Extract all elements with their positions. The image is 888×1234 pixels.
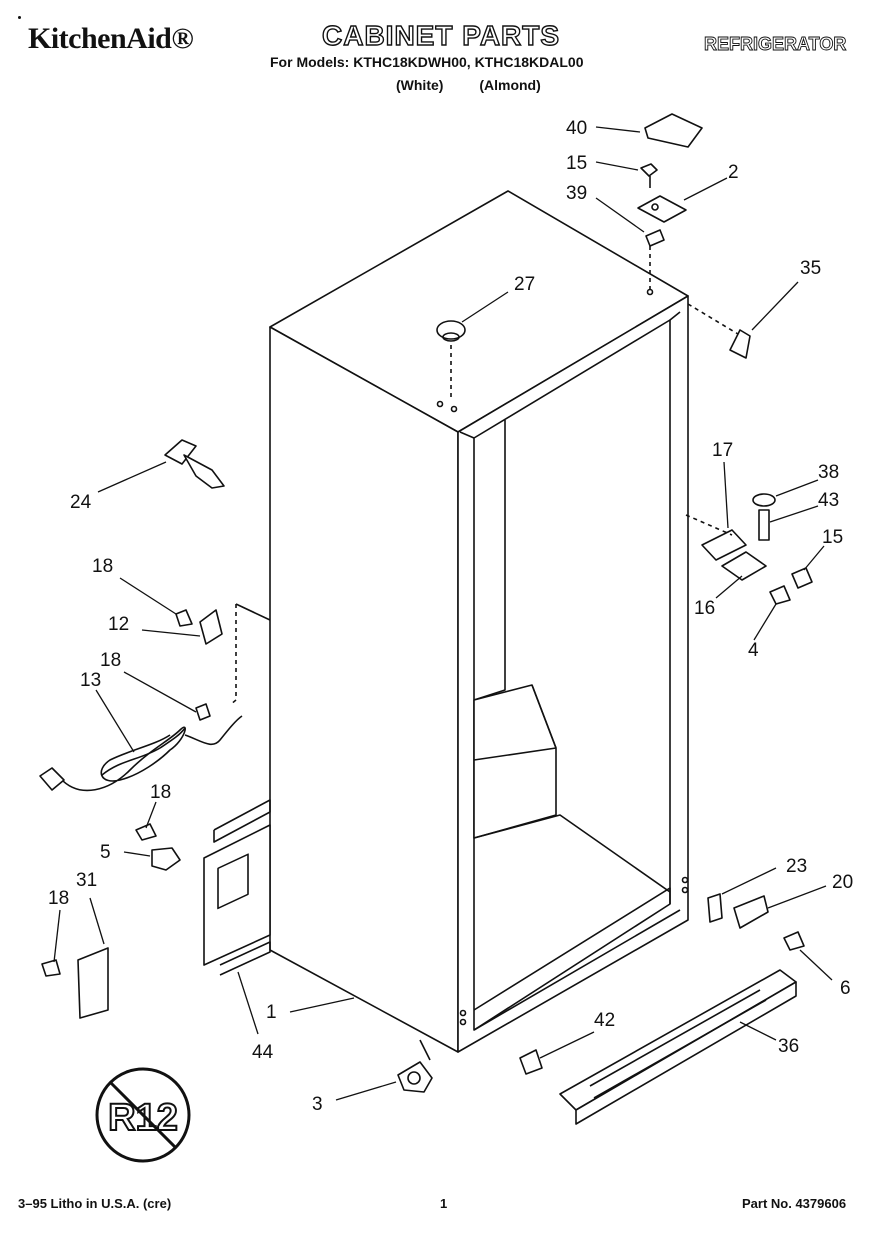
callout-13: 13 [80, 670, 101, 691]
r12-badge: R12 [95, 1067, 191, 1163]
callout-labels: 40 15 2 39 35 27 24 17 38 43 15 16 4 18 … [48, 118, 853, 1115]
power-cord-part [39, 703, 243, 792]
print-info: 3–95 Litho in U.S.A. (cre) [18, 1196, 172, 1211]
callout-27: 27 [514, 274, 535, 295]
handle-bracket-part [164, 439, 225, 489]
cord-clip-part [135, 823, 181, 871]
access-cover-part [41, 947, 109, 1019]
callout-44: 44 [252, 1042, 274, 1063]
callout-38: 38 [818, 462, 839, 483]
callout-36: 36 [778, 1036, 799, 1057]
callout-23: 23 [786, 856, 807, 877]
variant-almond: (Almond) [479, 77, 541, 93]
cabinet-body [269, 190, 689, 1053]
top-plug-part [436, 320, 466, 342]
callout-3: 3 [312, 1094, 323, 1115]
hinge-screw-part [640, 163, 658, 188]
top-trim-part [729, 329, 751, 359]
callout-42: 42 [594, 1010, 615, 1031]
middle-hinge-part [685, 514, 767, 581]
callout-43: 43 [818, 490, 839, 511]
hinge-cover-part [644, 113, 703, 148]
callout-20: 20 [832, 872, 853, 893]
callout-18-a: 18 [92, 556, 113, 577]
callout-12: 12 [108, 614, 129, 635]
page-number: 1 [440, 1196, 448, 1211]
leader-lines [53, 126, 833, 1101]
callout-40: 40 [566, 118, 587, 139]
r12-badge-label: R12 [108, 1097, 178, 1139]
hinge-washer-part [752, 493, 776, 541]
document-type: REFRIGERATOR [704, 34, 847, 55]
brand-logo: KitchenAid® [28, 22, 194, 55]
grille-clip-part [519, 1049, 543, 1075]
callout-35: 35 [800, 258, 821, 279]
roller-part [397, 1061, 433, 1093]
callout-31: 31 [76, 870, 97, 891]
rear-bracket-part [203, 799, 271, 976]
callout-2: 2 [728, 162, 739, 183]
callout-1: 1 [266, 1002, 277, 1023]
variant-white: (White) [396, 77, 444, 93]
callout-4: 4 [748, 640, 759, 661]
corner-mark [18, 16, 21, 19]
callout-18-d: 18 [48, 888, 69, 909]
hinge-screw-lower-part [769, 567, 813, 605]
callout-39: 39 [566, 183, 587, 204]
callout-18-b: 18 [100, 650, 121, 671]
callout-15-top: 15 [566, 153, 587, 174]
callout-6: 6 [840, 978, 851, 999]
page-title: CABINET PARTS [321, 19, 561, 51]
lower-hinge-part [707, 893, 805, 951]
cord-clamp-part [175, 609, 223, 645]
callout-18-c: 18 [150, 782, 171, 803]
hinge-shim-part [645, 229, 665, 247]
top-hinge-part [637, 195, 687, 223]
callout-17: 17 [712, 440, 733, 461]
color-variants: (White) (Almond) [396, 77, 573, 93]
base-grille-part [559, 969, 797, 1125]
callout-16: 16 [694, 598, 715, 619]
part-number: Part No. 4379606 [742, 1196, 847, 1211]
callout-15-right: 15 [822, 527, 843, 548]
callout-5: 5 [100, 842, 111, 863]
model-list: For Models: KTHC18KDWH00, KTHC18KDAL00 [270, 54, 584, 70]
callout-24: 24 [70, 492, 92, 513]
